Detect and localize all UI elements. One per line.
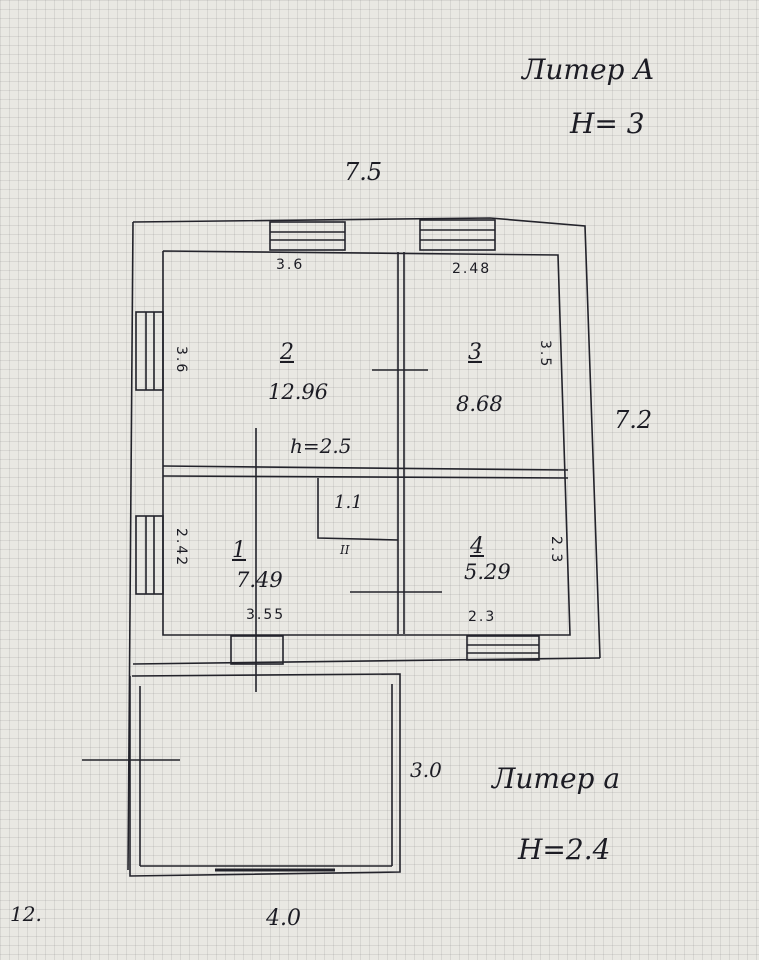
inner-wall [162, 250, 571, 636]
room4-area: 5.29 [464, 560, 511, 584]
window [135, 515, 164, 595]
partition-wall [162, 465, 569, 471]
room3-number: 3 [468, 340, 482, 365]
partition-wall [162, 475, 569, 479]
outer-wall [132, 217, 601, 659]
ceiling-height: h=2.5 [290, 434, 352, 458]
room3-area: 8.68 [456, 392, 503, 416]
liter-a-lower-height: H=2.4 [518, 833, 611, 866]
room3-width: 2.48 [452, 261, 492, 277]
room1-number: 1 [232, 538, 246, 563]
window [269, 221, 346, 251]
outer-wall [132, 657, 601, 665]
outer-wall [127, 221, 134, 871]
annex-width: 4.0 [266, 906, 301, 931]
hall-area: 1.1 [334, 492, 363, 513]
left-lower-dim: 2.42 [173, 528, 189, 568]
door [230, 635, 284, 665]
room2-width: 3.6 [276, 257, 305, 273]
corner-mark: 12. [10, 902, 42, 926]
room1-area: 7.49 [236, 568, 283, 592]
window [466, 635, 540, 661]
window [135, 311, 164, 391]
annex-depth: 3.0 [410, 758, 442, 782]
room2-area: 12.96 [268, 380, 329, 404]
hall-wall [317, 478, 399, 541]
room4-number: 4 [470, 534, 484, 559]
annex-wall [129, 673, 401, 877]
room1-width: 3.55 [246, 607, 286, 623]
overall-width: 7.5 [344, 158, 383, 186]
overall-depth: 7.2 [614, 406, 653, 434]
room2-number: 2 [280, 340, 294, 365]
left-upper-dim: 3.6 [173, 346, 189, 375]
liter-a-lower-title: Литер а [492, 762, 621, 795]
room4-width: 2.3 [468, 609, 497, 625]
hall-number: II [340, 543, 350, 557]
right-lower-dim: 2.3 [548, 536, 564, 565]
window [419, 219, 496, 251]
liter-a-title: Литер А [522, 53, 655, 86]
right-upper-dim: 3.5 [537, 340, 553, 369]
liter-a-height: H= 3 [570, 107, 645, 140]
